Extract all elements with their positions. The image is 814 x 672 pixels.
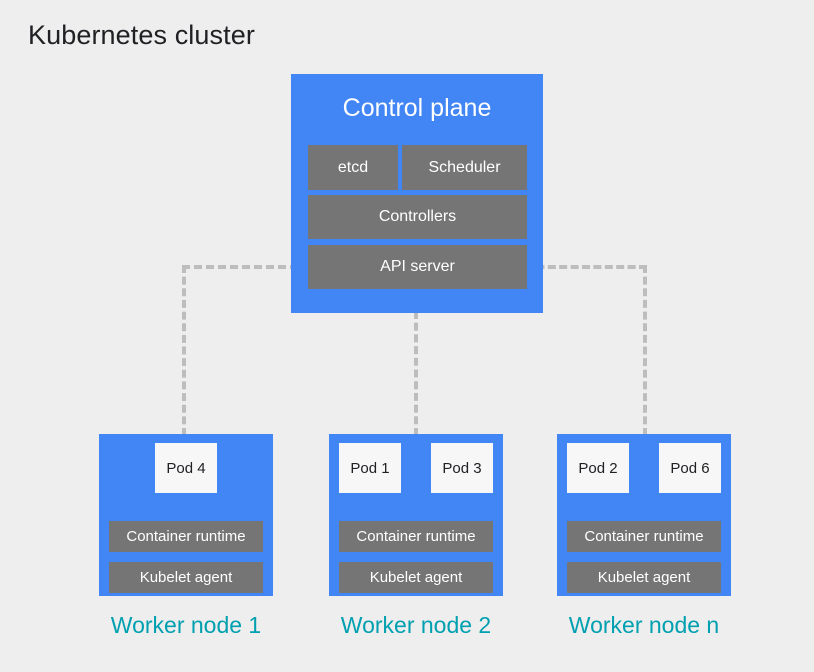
worker-node-1-caption: Worker node 1 <box>110 612 262 638</box>
worker-node-1-box: Pod 4 Container runtime Kubelet agent <box>99 434 273 596</box>
pod-box[interactable]: Pod 4 <box>155 443 217 493</box>
connector-apiserver-to-noden-vertical <box>643 265 647 436</box>
pod-box[interactable]: Pod 6 <box>659 443 721 493</box>
container-runtime-bar[interactable]: Container runtime <box>339 521 493 552</box>
control-plane-component-controllers[interactable]: Controllers <box>308 195 527 239</box>
control-plane-component-etcd[interactable]: etcd <box>308 145 398 190</box>
pod-box[interactable]: Pod 3 <box>431 443 493 493</box>
pod-box[interactable]: Pod 2 <box>567 443 629 493</box>
worker-node-n-box: Pod 2 Pod 6 Container runtime Kubelet ag… <box>557 434 731 596</box>
connector-apiserver-to-noden-horizontal <box>525 265 647 269</box>
container-runtime-bar[interactable]: Container runtime <box>109 521 263 552</box>
connector-apiserver-to-node1-horizontal <box>182 265 310 269</box>
kubelet-agent-bar[interactable]: Kubelet agent <box>567 562 721 593</box>
worker-node-2-caption: Worker node 2 <box>340 612 492 638</box>
pod-box[interactable]: Pod 1 <box>339 443 401 493</box>
control-plane-title: Control plane <box>342 94 492 122</box>
connector-apiserver-to-node2-vertical <box>414 311 418 436</box>
kubelet-agent-bar[interactable]: Kubelet agent <box>339 562 493 593</box>
worker-node-n-caption: Worker node n <box>568 612 720 638</box>
control-plane-component-scheduler[interactable]: Scheduler <box>402 145 527 190</box>
kubelet-agent-bar[interactable]: Kubelet agent <box>109 562 263 593</box>
container-runtime-bar[interactable]: Container runtime <box>567 521 721 552</box>
connector-apiserver-to-node1-vertical <box>182 265 186 436</box>
worker-node-2-box: Pod 1 Pod 3 Container runtime Kubelet ag… <box>329 434 503 596</box>
page-title: Kubernetes cluster <box>28 20 255 50</box>
control-plane-component-api-server[interactable]: API server <box>308 245 527 289</box>
